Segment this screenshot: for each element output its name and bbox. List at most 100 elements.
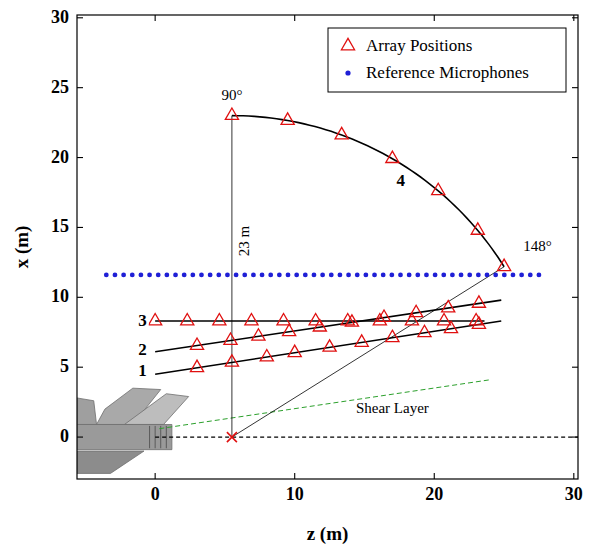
array-position <box>281 113 294 124</box>
reference-microphone <box>372 273 377 278</box>
reference-microphone <box>415 273 420 278</box>
array-line <box>232 116 504 267</box>
reference-microphone <box>424 273 429 278</box>
axis-tick-label: 20 <box>51 148 69 168</box>
array-line <box>155 300 501 352</box>
array-position <box>386 330 399 341</box>
reference-microphone <box>346 273 351 278</box>
reference-microphone <box>251 273 256 278</box>
reference-microphone <box>398 273 403 278</box>
array-position <box>345 315 358 326</box>
axis-tick <box>434 15 435 21</box>
reference-microphone <box>286 273 291 278</box>
reference-microphone <box>147 273 152 278</box>
reference-microphone <box>121 273 126 278</box>
axis-tick <box>77 87 83 88</box>
array-position <box>418 325 431 336</box>
array-position <box>498 259 511 270</box>
radius-line <box>231 116 232 437</box>
array-position <box>190 338 203 349</box>
nozzle-line <box>160 426 161 448</box>
legend-text: Array Positions <box>366 37 472 56</box>
axis-tick-label: 30 <box>565 485 583 505</box>
jet-centerline <box>155 436 578 437</box>
nozzle-line <box>149 426 150 448</box>
axis-tick <box>573 473 574 479</box>
reference-microphone <box>433 273 438 278</box>
axis-tick <box>572 367 578 368</box>
array-position <box>225 108 238 119</box>
reference-microphone <box>216 273 221 278</box>
reference-microphone <box>329 273 334 278</box>
axis-tick <box>434 473 435 479</box>
legend-dot-sample <box>345 70 350 75</box>
aircraft-part <box>77 451 144 473</box>
array-position <box>444 321 457 332</box>
array-position <box>442 300 455 311</box>
axis-tick-label: 0 <box>60 427 69 447</box>
axis-tick-label: 15 <box>51 218 69 238</box>
axis-tick-label: 25 <box>51 78 69 98</box>
array-position <box>252 329 265 340</box>
reference-microphone <box>242 273 247 278</box>
axis-tick <box>573 15 574 21</box>
angle-label: 90° <box>221 86 242 103</box>
axis-tick <box>572 227 578 228</box>
reference-microphone <box>381 273 386 278</box>
reference-microphone <box>528 273 533 278</box>
array-position <box>472 296 485 307</box>
array-position <box>405 313 418 324</box>
axis-tick-label: 20 <box>425 485 443 505</box>
angle-label: 148° <box>523 237 552 254</box>
callout-number: 3 <box>136 312 149 331</box>
reference-microphone <box>190 273 195 278</box>
callout-number: 1 <box>136 362 149 381</box>
array-position <box>225 355 238 366</box>
axis-tick-label: 5 <box>60 357 69 377</box>
array-position <box>323 340 336 351</box>
dimension-label: 23 m <box>236 226 253 256</box>
reference-microphone <box>459 273 464 278</box>
array-position <box>224 333 237 344</box>
reference-microphone <box>389 273 394 278</box>
reference-microphone <box>363 273 368 278</box>
reference-microphone <box>511 273 516 278</box>
array-position <box>313 320 326 331</box>
axis-tick <box>294 473 295 479</box>
reference-microphone <box>199 273 204 278</box>
array-line <box>155 321 501 374</box>
aircraft-part <box>124 394 188 425</box>
radius-line <box>232 267 504 437</box>
array-position <box>410 305 423 316</box>
axis-tick <box>77 227 83 228</box>
aircraft-illustration <box>77 388 189 473</box>
reference-microphone <box>130 273 135 278</box>
reference-microphone <box>519 273 524 278</box>
axis-tick <box>77 367 83 368</box>
reference-microphone <box>113 273 118 278</box>
reference-microphone <box>485 273 490 278</box>
legend-triangle-sample <box>341 38 354 49</box>
reference-microphone <box>182 273 187 278</box>
axis-tick <box>77 437 83 438</box>
reference-microphone <box>268 273 273 278</box>
shear-layer-line <box>159 380 490 429</box>
reference-microphone <box>173 273 178 278</box>
reference-microphone <box>320 273 325 278</box>
axis-tick <box>572 17 578 18</box>
plot-content <box>77 116 578 474</box>
axis-tick <box>572 87 578 88</box>
axis-tick <box>77 17 83 18</box>
legend-box <box>328 28 566 92</box>
legend-text: Reference Microphones <box>366 64 529 83</box>
array-position <box>373 313 386 324</box>
reference-microphone <box>225 273 230 278</box>
axes-frame <box>77 15 578 479</box>
array-position <box>190 360 203 371</box>
reference-microphone <box>312 273 317 278</box>
axis-tick-label: 0 <box>151 485 160 505</box>
array-position <box>277 313 290 324</box>
axis-tick <box>77 297 83 298</box>
